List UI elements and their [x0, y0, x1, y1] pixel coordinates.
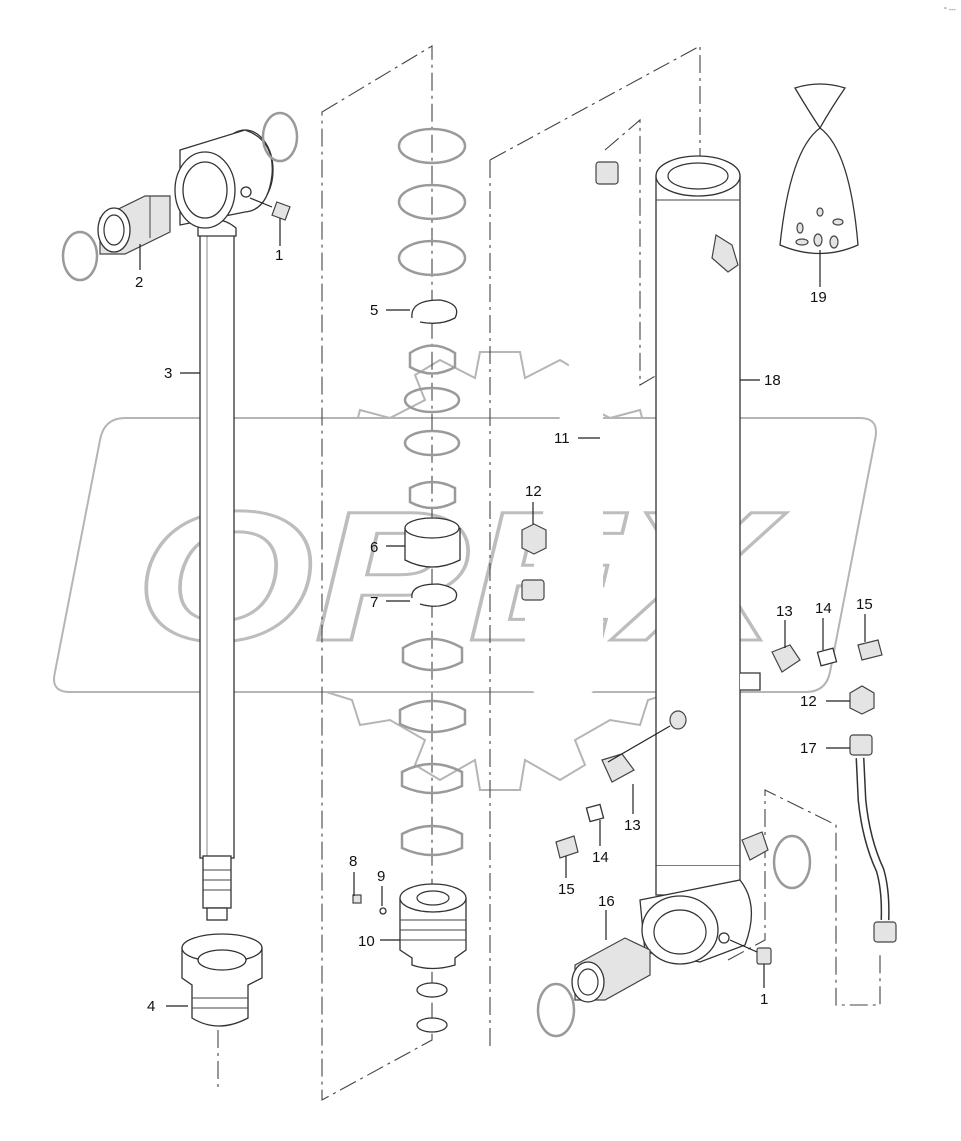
piston-rod	[174, 129, 274, 921]
callout-12-right: 12	[800, 693, 817, 710]
callout-13-right: 13	[776, 603, 793, 620]
cylinder-barrel	[639, 155, 769, 965]
seal-ring-upper-right	[261, 111, 299, 163]
callout-14-lower: 14	[592, 849, 609, 866]
callout-12-left: 12	[525, 483, 542, 500]
seal-ring-bottom-left	[536, 982, 576, 1038]
callout-8: 8	[349, 853, 357, 870]
callout-17: 17	[800, 740, 817, 757]
clamp-set-right	[771, 639, 883, 673]
nut-12-right	[849, 685, 875, 715]
rod-gland	[181, 933, 263, 1027]
callout-15-right: 15	[856, 596, 873, 613]
parts-bag	[779, 83, 859, 255]
callout-6: 6	[370, 539, 378, 556]
callout-11: 11	[554, 430, 570, 447]
callout-1-bottom: 1	[760, 991, 768, 1008]
clamp-set-lower	[555, 710, 687, 859]
callout-14-right: 14	[815, 600, 832, 617]
callout-18: 18	[764, 372, 781, 389]
nut-12-left	[521, 523, 547, 555]
callout-3: 3	[164, 365, 172, 382]
callout-19: 19	[810, 289, 827, 306]
callout-9: 9	[377, 868, 385, 885]
callout-7: 7	[370, 594, 378, 611]
corner-mark: ° ---	[944, 6, 956, 14]
leader-lines	[139, 218, 866, 1007]
grease-fitting-top	[249, 197, 291, 221]
callout-10: 10	[358, 933, 375, 950]
bushing-16	[571, 937, 651, 1003]
seal-stack	[352, 127, 467, 1033]
seal-ring-bottom-right	[772, 834, 812, 890]
callout-labels: 1 2 3 4 5 6 7 8 9 10 11 12 18 19 13 14 1…	[135, 247, 873, 1015]
callout-1-top: 1	[275, 247, 283, 264]
callout-4: 4	[147, 998, 155, 1015]
callout-16: 16	[598, 893, 615, 910]
callout-15-lower: 15	[558, 881, 575, 898]
seal-ring-upper-left	[61, 230, 99, 282]
callout-13-lower: 13	[624, 817, 641, 834]
hydraulic-tube-11	[521, 161, 619, 704]
bushing	[97, 195, 171, 255]
hose-17	[849, 734, 897, 943]
callout-5: 5	[370, 302, 378, 319]
callout-2: 2	[135, 274, 143, 291]
